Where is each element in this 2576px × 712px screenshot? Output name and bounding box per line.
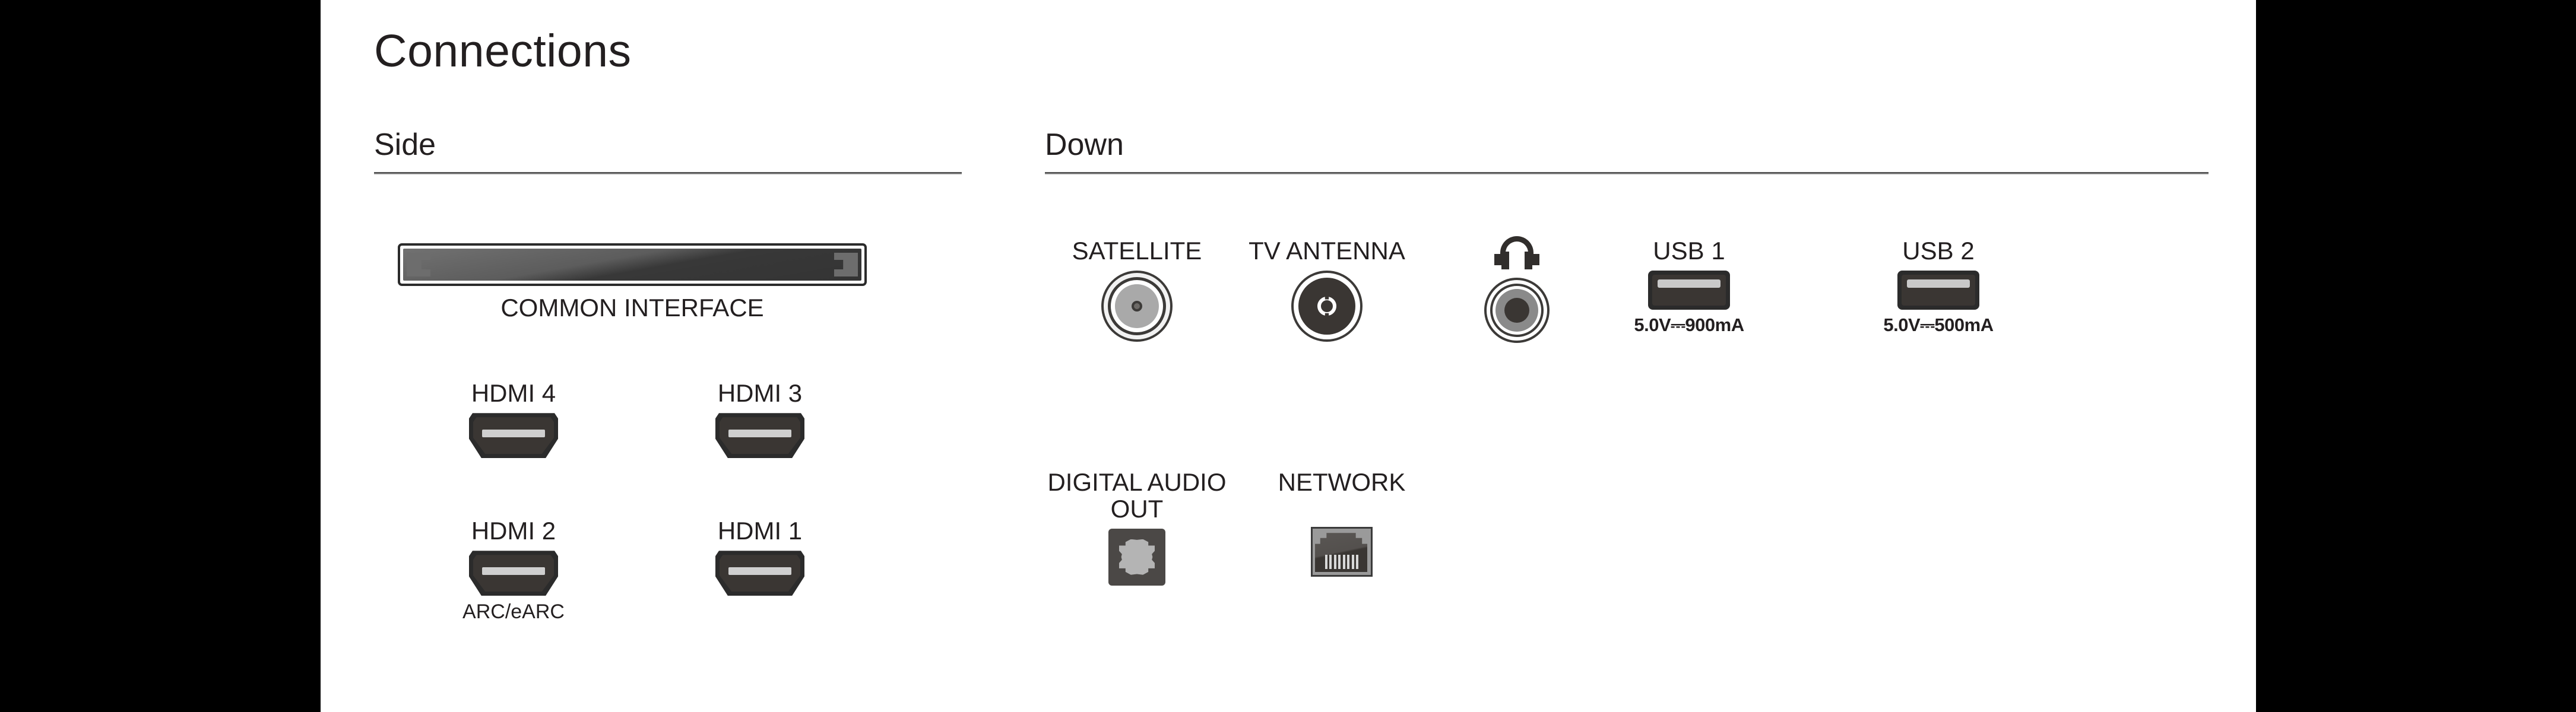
rj45-sheen	[1315, 533, 1367, 573]
port-tv-antenna-label: TV ANTENNA	[1249, 237, 1405, 265]
page-title: Connections	[374, 26, 632, 77]
ci-slot-sheen	[403, 249, 861, 281]
section-down-title: Down	[1045, 128, 1124, 162]
ci-slot-inner	[403, 249, 861, 281]
port-hdmi-4[interactable]: HDMI 4	[454, 379, 573, 459]
ci-slot-icon	[398, 243, 867, 286]
port-digital-audio-out-label: DIGITAL AUDIO OUT	[1047, 468, 1227, 523]
coax-center-socket	[1317, 297, 1336, 316]
port-hdmi-3[interactable]: HDMI 3	[701, 379, 819, 459]
port-common-interface-label: COMMON INTERFACE	[500, 294, 764, 322]
headphone-icon	[1494, 236, 1539, 269]
port-usb-1[interactable]: USB 1 5.0V⎓900mA	[1591, 237, 1787, 336]
headphone-left-pad	[1494, 254, 1502, 265]
section-down: Down	[1045, 129, 2209, 174]
hdmi-pin-bar	[482, 567, 545, 576]
coax-connector-icon	[1291, 271, 1363, 342]
headphone-right-cup	[1525, 252, 1532, 269]
port-usb-1-label: USB 1	[1653, 237, 1725, 265]
rj45-pin	[1338, 555, 1341, 570]
rj45-pin	[1333, 555, 1336, 570]
jack-hole	[1504, 298, 1529, 323]
optical-toslink-icon	[1108, 528, 1165, 586]
usb-tongue	[1658, 279, 1720, 288]
hdmi-pin-bar	[482, 430, 545, 438]
rj45-pin	[1347, 555, 1350, 570]
rj45-pin	[1342, 555, 1345, 570]
hdmi-port-icon	[715, 413, 804, 459]
usb-tongue	[1907, 279, 1970, 288]
section-side-divider	[374, 172, 962, 174]
port-hdmi-1-label: HDMI 1	[717, 517, 803, 545]
rj45-pin	[1329, 555, 1332, 570]
port-usb-1-rating: 5.0V⎓900mA	[1634, 314, 1744, 336]
hdmi-pin-bar	[728, 567, 791, 576]
usb-a-port-icon	[1897, 271, 1979, 310]
f-connector-icon	[1101, 271, 1173, 342]
rj45-keystone	[1315, 533, 1367, 573]
section-side: Side	[374, 129, 962, 174]
headphone-left-cup	[1501, 252, 1509, 269]
f-connector-center-pin	[1132, 301, 1142, 312]
connections-page: Connections Side COMMON INTERFACE HDMI 4	[321, 0, 2256, 712]
headphone-group	[1481, 236, 1552, 343]
port-satellite[interactable]: SATELLITE	[1048, 237, 1226, 342]
rj45-ethernet-icon	[1311, 527, 1373, 577]
port-headphones[interactable]	[1449, 236, 1585, 343]
usb-a-port-icon	[1648, 271, 1730, 310]
port-hdmi-4-label: HDMI 4	[471, 379, 556, 407]
port-common-interface[interactable]: COMMON INTERFACE	[398, 237, 867, 322]
headphone-headband	[1500, 236, 1533, 262]
port-hdmi-3-label: HDMI 3	[717, 379, 803, 407]
headphone-jack-icon	[1484, 278, 1550, 343]
headphone-right-pad	[1532, 254, 1539, 265]
hdmi-port-icon	[469, 413, 558, 459]
section-side-title: Side	[374, 128, 436, 162]
port-hdmi-2-sublabel: ARC/eARC	[462, 600, 565, 624]
port-digital-audio-out[interactable]: DIGITAL AUDIO OUT	[1042, 469, 1232, 586]
port-hdmi-2[interactable]: HDMI 2 ARC/eARC	[454, 517, 573, 624]
port-usb-2[interactable]: USB 2 5.0V⎓500mA	[1840, 237, 2036, 336]
port-tv-antenna[interactable]: TV ANTENNA	[1226, 237, 1428, 342]
hdmi-pin-bar	[728, 430, 791, 438]
port-hdmi-2-label: HDMI 2	[471, 517, 556, 545]
port-satellite-label: SATELLITE	[1072, 237, 1202, 265]
rj45-pin	[1325, 555, 1327, 570]
section-down-divider	[1045, 172, 2209, 174]
rj45-pins	[1325, 555, 1358, 570]
rj45-pin	[1351, 555, 1354, 570]
port-usb-2-rating: 5.0V⎓500mA	[1883, 314, 1994, 336]
rj45-pin	[1355, 555, 1358, 570]
hdmi-port-icon	[715, 551, 804, 596]
port-network-label: NETWORK	[1278, 468, 1406, 496]
port-usb-2-label: USB 2	[1902, 237, 1975, 265]
port-network[interactable]: NETWORK	[1250, 468, 1434, 577]
port-hdmi-1[interactable]: HDMI 1	[701, 517, 819, 596]
hdmi-port-icon	[469, 551, 558, 596]
